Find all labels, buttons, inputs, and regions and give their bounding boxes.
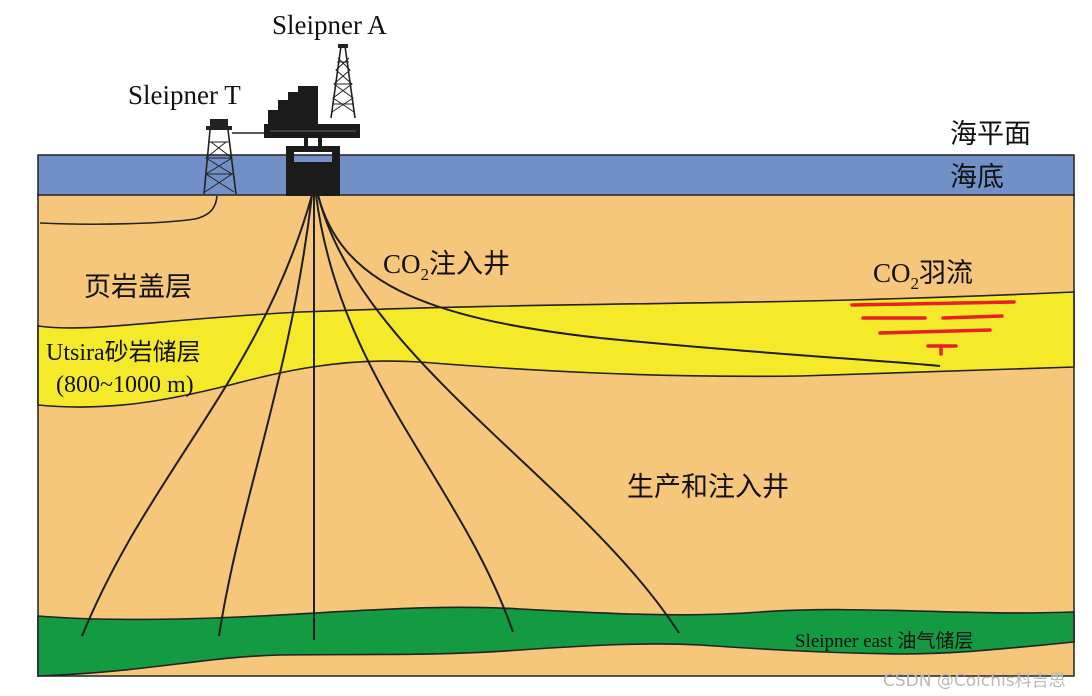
well-lines (81, 194, 941, 640)
co2-plume-label: CO2羽流 (873, 258, 973, 293)
utsira-sand-reservoir (37, 291, 1075, 408)
co2-injection-well-line (317, 194, 941, 367)
sea-level-label: 海平面 (950, 119, 1031, 150)
utsira-label: Utsira砂岩储层 (46, 339, 201, 366)
sleipner-east-label: Sleipner east 油气储层 (795, 630, 973, 652)
sleipner-t-label: Sleipner T (128, 80, 241, 110)
sleipner-a-label: Sleipner A (272, 10, 387, 40)
well-line (81, 194, 313, 637)
sediment-body (37, 193, 1075, 677)
watermark: CSDN @Colchis科吉思 (883, 671, 1066, 691)
well-line (317, 194, 680, 634)
well-line (218, 194, 313, 637)
production-injection-wells-label: 生产和注入井 (627, 472, 789, 503)
sea-layer (37, 154, 1075, 196)
seabed-label: 海底 (950, 162, 1004, 193)
caprock-label: 页岩盖层 (84, 272, 192, 303)
well-line (315, 194, 514, 633)
co2-plume (850, 300, 1016, 356)
utsira-depth-label: (800~1000 m) (56, 372, 194, 398)
sleipner-a-platform (264, 44, 360, 196)
sleipner-east-gas-reservoir (37, 606, 1075, 677)
shallow-horizon-line (39, 195, 218, 226)
sleipner-t-platform (203, 119, 270, 195)
co2-injection-well-label: CO2注入井 (383, 249, 510, 284)
